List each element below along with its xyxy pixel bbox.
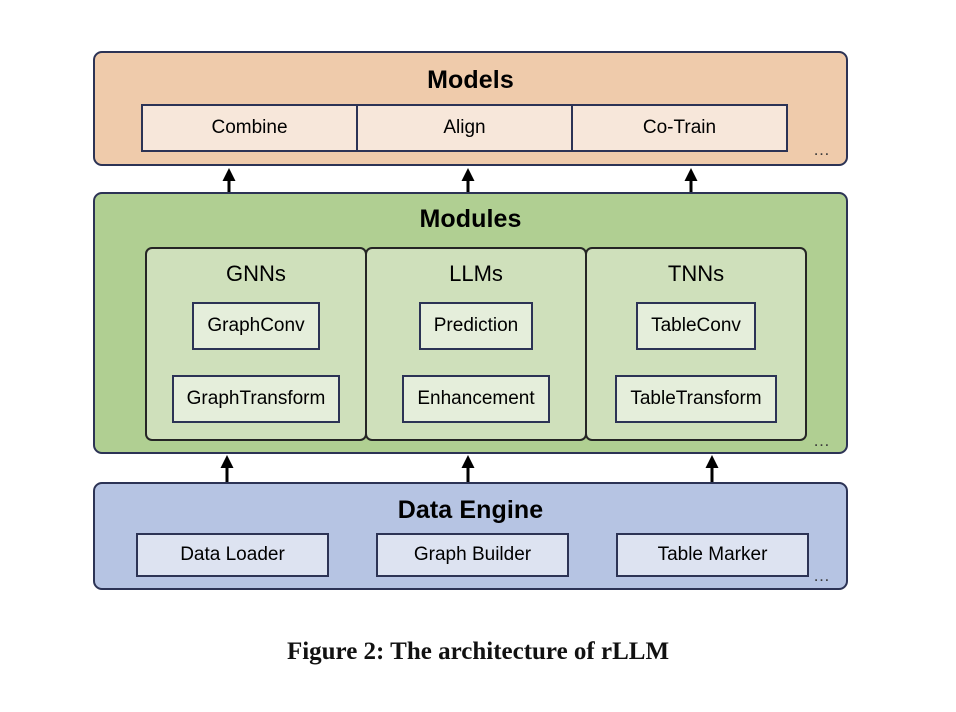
modules-chip-label: TableTransform (630, 388, 762, 409)
models-item-co-train[interactable]: Co-Train (571, 104, 788, 152)
modules-panel-title: TNNs (667, 261, 725, 286)
modules-chip-label: TableConv (651, 315, 741, 336)
modules-panel-items: Prediction Enhancement (367, 302, 585, 423)
models-item-label: Align (443, 117, 486, 138)
modules-chip-enhancement[interactable]: Enhancement (402, 375, 550, 423)
modules-more-ellipsis: … (813, 431, 831, 450)
figure-caption: Figure 2: The architecture of rLLM (286, 638, 670, 665)
models-item-label: Co-Train (642, 117, 717, 138)
arrow-engine-to-modules-2 (461, 455, 475, 485)
models-layer: Models Combine Align Co-Train … (93, 51, 848, 166)
data-engine-chip-label: Data Loader (180, 544, 285, 565)
data-engine-layer: Data Engine Data Loader Graph Builder Ta… (93, 482, 848, 590)
modules-panel-llms[interactable]: LLMs Prediction Enhancement (365, 247, 587, 441)
modules-chip-tableconv[interactable]: TableConv (636, 302, 756, 350)
modules-chip-prediction[interactable]: Prediction (418, 302, 534, 350)
modules-layer: Modules GNNs GraphConv GraphTransform LL… (93, 192, 848, 454)
modules-chip-graphtransform[interactable]: GraphTransform (171, 375, 341, 423)
models-more-ellipsis: … (813, 140, 831, 159)
modules-panel-items: GraphConv GraphTransform (147, 302, 365, 423)
modules-chip-label: Prediction (433, 315, 519, 336)
modules-chip-label: Enhancement (417, 388, 535, 409)
models-item-align[interactable]: Align (356, 104, 573, 152)
modules-panel-gnns[interactable]: GNNs GraphConv GraphTransform (145, 247, 367, 441)
modules-panel-items: TableConv TableTransform (587, 302, 805, 423)
modules-panel-title: LLMs (449, 261, 503, 286)
data-engine-chip-table-marker[interactable]: Table Marker (616, 533, 809, 577)
arrow-engine-to-modules-3 (705, 455, 719, 485)
modules-panel-strip: GNNs GraphConv GraphTransform LLMs Predi… (145, 247, 807, 441)
modules-chip-tabletransform[interactable]: TableTransform (615, 375, 777, 423)
models-layer-title: Models (427, 66, 514, 94)
modules-panel-title: GNNs (226, 261, 286, 286)
data-engine-more-ellipsis: … (813, 566, 831, 585)
modules-panel-tnns[interactable]: TNNs TableConv TableTransform (585, 247, 807, 441)
modules-chip-label: GraphTransform (186, 388, 326, 409)
data-engine-chip-graph-builder[interactable]: Graph Builder (376, 533, 569, 577)
modules-layer-title: Modules (419, 205, 522, 233)
data-engine-chip-label: Graph Builder (413, 544, 532, 565)
data-engine-chip-label: Table Marker (657, 544, 768, 565)
modules-chip-label: GraphConv (207, 315, 305, 336)
models-item-strip: Combine Align Co-Train (141, 104, 788, 152)
modules-chip-graphconv[interactable]: GraphConv (192, 302, 320, 350)
data-engine-layer-title: Data Engine (397, 496, 544, 524)
data-engine-item-strip: Data Loader Graph Builder Table Marker (136, 533, 809, 577)
models-item-label: Combine (211, 117, 288, 138)
arrow-engine-to-modules-1 (220, 455, 234, 485)
data-engine-chip-data-loader[interactable]: Data Loader (136, 533, 329, 577)
models-item-combine[interactable]: Combine (141, 104, 358, 152)
